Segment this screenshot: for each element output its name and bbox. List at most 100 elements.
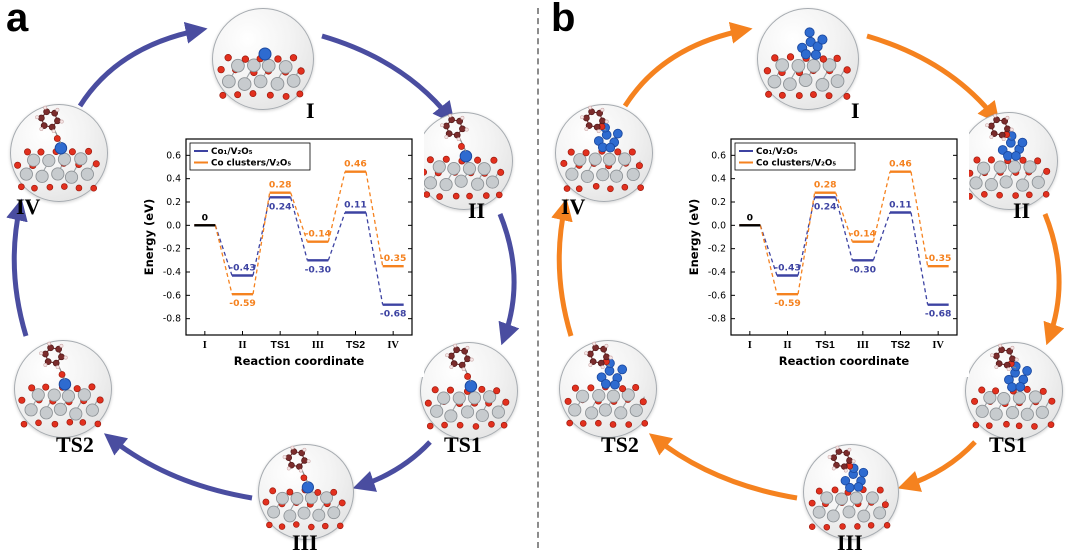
molecule-structure-TS2-icon bbox=[18, 341, 104, 428]
y-tick-label: -0.2 bbox=[708, 244, 726, 255]
panel-label-b: b bbox=[551, 0, 576, 40]
y-tick-label: 0.2 bbox=[166, 197, 181, 208]
cycle-node-TS2 bbox=[559, 340, 657, 438]
cycle-node-III bbox=[258, 444, 354, 540]
energy-value-label: -0.43 bbox=[229, 263, 255, 274]
energy-value-label: 0 bbox=[747, 212, 753, 223]
x-tick-label: TS2 bbox=[891, 339, 910, 351]
x-tick-label: II bbox=[238, 340, 246, 351]
energy-value-label: 0.28 bbox=[269, 180, 292, 191]
cycle-node-II bbox=[415, 112, 513, 210]
molecule-structure-I-icon bbox=[763, 27, 851, 100]
legend-label: Co clusters/V₂O₅ bbox=[756, 159, 836, 169]
x-axis-title: Reaction coordinate bbox=[779, 354, 910, 368]
cycle-arrow bbox=[897, 440, 977, 492]
panel-divider bbox=[537, 8, 539, 548]
molecule-structure-II-icon bbox=[966, 113, 1051, 200]
cycle-arrow bbox=[551, 198, 574, 337]
cycle-arrow bbox=[77, 21, 208, 108]
x-tick-label: III bbox=[857, 340, 869, 351]
molecule-structure-TS1-icon bbox=[971, 343, 1056, 430]
energy-value-label: -0.43 bbox=[774, 263, 800, 274]
cycle-arrow bbox=[622, 21, 753, 108]
energy-value-label: 0.24 bbox=[814, 201, 837, 212]
energy-value-label: 0.46 bbox=[889, 159, 912, 170]
node-label-II: II bbox=[1013, 198, 1031, 223]
node-label-TS2: TS2 bbox=[601, 432, 639, 457]
cycle-arrow bbox=[6, 198, 29, 337]
energy-value-label: -0.35 bbox=[380, 253, 406, 264]
y-tick-label: -0.8 bbox=[708, 314, 726, 325]
y-tick-label: 0.2 bbox=[711, 197, 726, 208]
energy-connector bbox=[365, 171, 384, 267]
y-tick-label: -0.4 bbox=[708, 267, 726, 278]
energy-connector bbox=[910, 171, 929, 267]
energy-connector bbox=[872, 212, 891, 261]
cycle-node-III bbox=[803, 444, 899, 540]
energy-value-label: -0.68 bbox=[925, 309, 951, 320]
cycle-node-TS1 bbox=[965, 342, 1063, 440]
energy-value-label: -0.30 bbox=[850, 264, 876, 275]
cycle-node-TS2 bbox=[14, 340, 112, 438]
molecule-structure-I-icon bbox=[217, 47, 305, 100]
x-tick-label: TS1 bbox=[816, 339, 835, 351]
cycle-node-TS1 bbox=[420, 342, 518, 440]
molecule-structure-III-icon bbox=[808, 445, 891, 531]
energy-value-label: 0.24 bbox=[269, 201, 292, 212]
energy-connector bbox=[327, 212, 346, 261]
energy-value-label: 0.28 bbox=[814, 180, 837, 191]
y-tick-label: 0.0 bbox=[166, 220, 181, 231]
node-label-III: III bbox=[837, 530, 863, 555]
y-axis-title: Energy (eV) bbox=[142, 199, 156, 275]
node-label-III: III bbox=[292, 530, 318, 555]
node-label-I: I bbox=[851, 98, 860, 123]
node-label-II: II bbox=[468, 198, 486, 223]
y-tick-label: 0.0 bbox=[711, 220, 726, 231]
y-tick-label: -0.4 bbox=[163, 267, 181, 278]
legend-label: Co clusters/V₂O₅ bbox=[211, 159, 291, 169]
y-tick-label: 0.6 bbox=[166, 150, 181, 161]
energy-connector bbox=[835, 197, 853, 261]
cycle-arrow bbox=[352, 440, 432, 492]
energy-connector bbox=[759, 225, 778, 276]
legend-label: Co₁/V₂O₅ bbox=[211, 147, 253, 157]
y-tick-label: 0.4 bbox=[711, 174, 726, 185]
molecule-structure-III-icon bbox=[262, 445, 346, 531]
energy-value-label: -0.59 bbox=[774, 298, 800, 309]
y-tick-label: -0.2 bbox=[163, 244, 181, 255]
y-tick-label: -0.6 bbox=[163, 290, 181, 301]
legend-box bbox=[734, 142, 856, 171]
x-tick-label: IV bbox=[387, 340, 399, 351]
legend-label: Co₁/V₂O₅ bbox=[756, 147, 798, 157]
x-tick-label: IV bbox=[932, 340, 944, 351]
cycle-node-I bbox=[757, 8, 859, 110]
molecule-structure-II-icon bbox=[420, 113, 505, 200]
y-tick-label: 0.6 bbox=[711, 150, 726, 161]
energy-connector bbox=[797, 192, 816, 295]
node-label-TS2: TS2 bbox=[56, 432, 94, 457]
energy-connector bbox=[365, 212, 384, 305]
y-tick-label: 0.4 bbox=[166, 174, 181, 185]
molecule-structure-IV-icon bbox=[560, 105, 644, 193]
node-label-TS1: TS1 bbox=[989, 432, 1027, 457]
cycle-arrow bbox=[1042, 213, 1065, 346]
energy-value-label: -0.59 bbox=[229, 298, 255, 309]
energy-value-label: -0.14 bbox=[305, 229, 331, 240]
cycle-node-II bbox=[960, 112, 1058, 210]
y-tick-label: -0.6 bbox=[708, 290, 726, 301]
x-axis-title: Reaction coordinate bbox=[234, 354, 365, 368]
molecule-structure-TS2-icon bbox=[564, 341, 649, 428]
cycle-arrow bbox=[497, 213, 520, 346]
energy-connector bbox=[910, 212, 929, 305]
x-tick-label: II bbox=[783, 340, 791, 351]
y-axis-title: Energy (eV) bbox=[687, 199, 701, 275]
energy-value-label: -0.30 bbox=[305, 264, 331, 275]
x-tick-label: TS1 bbox=[271, 339, 290, 351]
x-tick-label: III bbox=[312, 340, 324, 351]
cycle-arrow bbox=[321, 33, 455, 125]
cycle-node-IV bbox=[555, 104, 653, 202]
